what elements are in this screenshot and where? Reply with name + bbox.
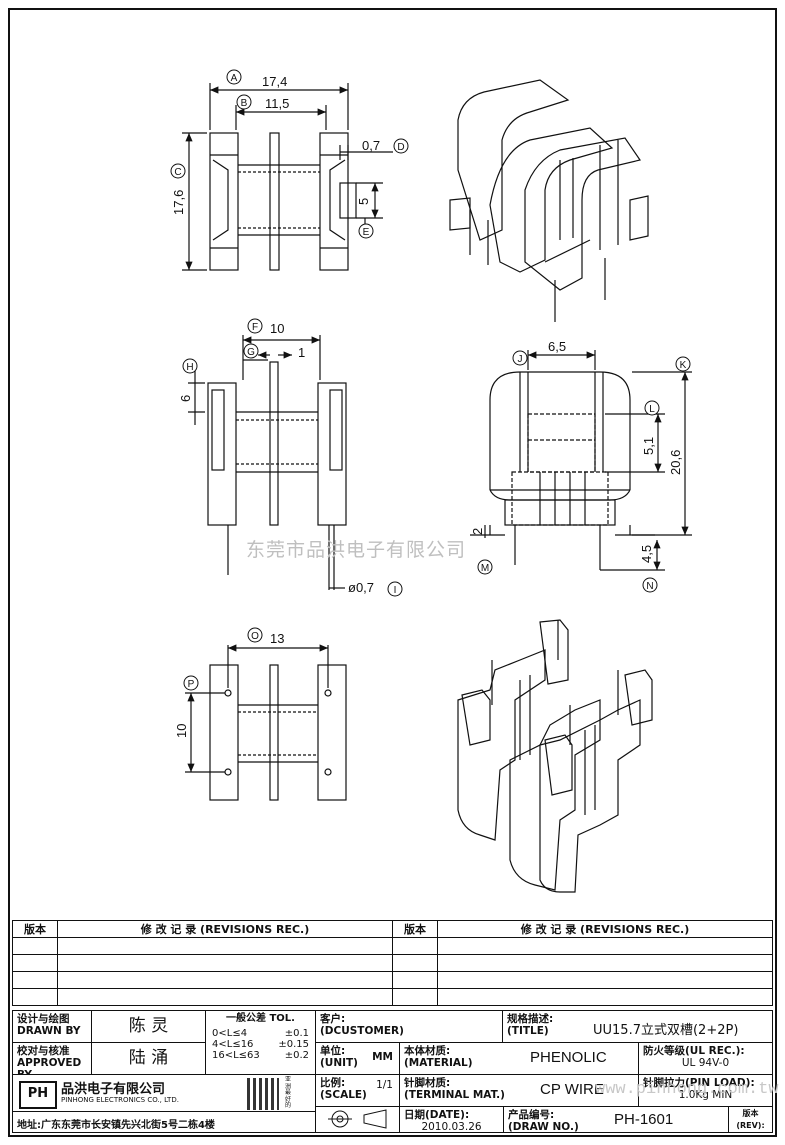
- unit-label-en: (UNIT): [320, 1057, 358, 1069]
- svg-text:D: D: [397, 142, 404, 153]
- svg-text:N: N: [646, 581, 653, 592]
- svg-text:F: F: [252, 322, 258, 333]
- watermark-url: www.pinhong.com.tw: [595, 1080, 779, 1099]
- flame-value: UL 94V-0: [681, 1057, 730, 1069]
- dim-E: 5: [356, 198, 371, 205]
- dim-O: 13: [270, 631, 284, 646]
- svg-text:H: H: [186, 362, 193, 373]
- end-view: [470, 350, 692, 571]
- tol-value-1: ±0.1: [284, 1028, 309, 1039]
- unit-label-cn: 单位:: [320, 1045, 346, 1057]
- dim-A: 17,4: [262, 74, 287, 89]
- dim-K: 20,6: [668, 450, 683, 475]
- customer-label-en: (DCUSTOMER): [320, 1025, 404, 1037]
- svg-text:L: L: [649, 404, 655, 415]
- approved-by-value: 陆 涌: [128, 1048, 169, 1068]
- svg-text:J: J: [518, 354, 523, 365]
- terminal-value: CP WIRE: [540, 1081, 604, 1098]
- drawn-by-value: 陈 灵: [128, 1016, 169, 1036]
- technical-drawing: 17,4 11,5 17,6 0,7 5 10 1 6 ø0,7 6,5 20,…: [170, 69, 692, 893]
- dim-J: 6,5: [548, 339, 566, 354]
- svg-text:K: K: [680, 360, 687, 371]
- tol-value-2: ±0.15: [278, 1039, 309, 1050]
- dim-N: 4,5: [639, 545, 654, 563]
- tol-range-2: 4<L≤16: [212, 1039, 254, 1050]
- rev-value: 0: [731, 1132, 770, 1133]
- isometric-view-top: [449, 79, 649, 322]
- material-value: PHENOLIC: [530, 1049, 607, 1066]
- drawno-label-cn: 产品编号:: [508, 1109, 555, 1121]
- bottom-view: [185, 644, 347, 801]
- material-label-cn: 本体材质:: [404, 1045, 451, 1057]
- title-label-cn: 规格描述:: [507, 1013, 554, 1025]
- drawno-value: PH-1601: [614, 1111, 674, 1128]
- rev-ver-header-2: 版本: [392, 920, 438, 938]
- dim-H: 6: [178, 395, 193, 402]
- svg-text:C: C: [174, 167, 181, 178]
- terminal-label-cn: 针脚材质:: [404, 1077, 451, 1089]
- svg-text:O: O: [251, 631, 259, 642]
- company-name-cn: 品洪电子有限公司: [61, 1082, 166, 1097]
- revisions-table: 版本 修 改 记 录 (REVISIONS REC.) 版本 修 改 记 录 (…: [12, 920, 773, 1006]
- dim-I: ø0,7: [348, 580, 374, 595]
- svg-text:G: G: [247, 347, 255, 358]
- approved-label-cn: 校对与核准: [17, 1045, 70, 1057]
- drawn-by-label-cn: 设计与绘图: [17, 1013, 70, 1025]
- svg-text:P: P: [188, 679, 195, 690]
- rev-rec-header-2: 修 改 记 录 (REVISIONS REC.): [437, 920, 773, 938]
- dim-D: 0,7: [362, 138, 380, 153]
- dim-L: 5,1: [641, 437, 656, 455]
- dim-F: 10: [270, 321, 284, 336]
- tolerance-label: 一般公差 TOL.: [226, 1013, 295, 1024]
- tol-range-3: 16<L≤63: [212, 1050, 260, 1061]
- scale-label-cn: 比例:: [320, 1077, 346, 1089]
- pinload-label: 针脚拉力(PIN LOAD):: [643, 1077, 755, 1089]
- svg-text:A: A: [231, 73, 238, 84]
- drawno-label-en: (DRAW NO.): [508, 1121, 579, 1133]
- approved-label-en: APPROVED BY: [17, 1057, 82, 1075]
- rev-ver-header: 版本: [12, 920, 58, 938]
- company-name-en: PINHONG ELECTRONICS CO., LTD.: [61, 1096, 179, 1104]
- dim-G: 1: [298, 345, 305, 360]
- customer-label-cn: 客户:: [320, 1013, 346, 1025]
- rev-label: 版本(REV):: [736, 1109, 765, 1130]
- svg-text:M: M: [481, 563, 489, 574]
- dim-P: 10: [174, 724, 189, 738]
- date-value: 2010.03.26: [421, 1121, 482, 1133]
- scale-value: 1/1: [376, 1079, 393, 1091]
- qr-code: [247, 1078, 279, 1110]
- tol-value-3: ±0.2: [284, 1050, 309, 1061]
- terminal-label-en: (TERMINAL MAT.): [404, 1089, 505, 1101]
- front-view: [182, 83, 393, 271]
- side-view: [188, 335, 347, 590]
- projection-symbol: [328, 1109, 387, 1129]
- title-label-en: (TITLE): [507, 1025, 549, 1037]
- tol-range-1: 0<L≤4: [212, 1028, 248, 1039]
- material-label-en: (MATERIAL): [404, 1057, 473, 1069]
- dim-C: 17,6: [171, 190, 186, 215]
- dim-B: 11,5: [265, 96, 289, 111]
- qr-caption: 亚洲最好的: [285, 1076, 292, 1109]
- pinload-value: 1.0Kg MIN: [678, 1089, 733, 1101]
- drawing-sheet: [8, 8, 777, 1137]
- title-value: UU15.7立式双槽(2+2P): [593, 1023, 739, 1038]
- rev-rec-header: 修 改 记 录 (REVISIONS REC.): [57, 920, 393, 938]
- dim-M: 2: [470, 528, 485, 535]
- isometric-view-bottom: [457, 619, 653, 893]
- scale-label-en: (SCALE): [320, 1089, 367, 1101]
- watermark: 东莞市品洪电子有限公司: [246, 539, 467, 561]
- unit-value: MM: [372, 1051, 393, 1063]
- company-address: 地址:广东东莞市长安镇先兴北街5号二栋4楼: [17, 1120, 215, 1131]
- svg-text:B: B: [241, 98, 248, 109]
- date-label: 日期(DATE):: [404, 1109, 470, 1121]
- svg-text:I: I: [394, 585, 397, 596]
- company-logo: PH: [19, 1081, 57, 1109]
- drawn-by-label-en: DRAWN BY: [17, 1025, 81, 1037]
- svg-text:E: E: [363, 227, 370, 238]
- flame-label: 防火等级(UL REC.):: [643, 1045, 745, 1057]
